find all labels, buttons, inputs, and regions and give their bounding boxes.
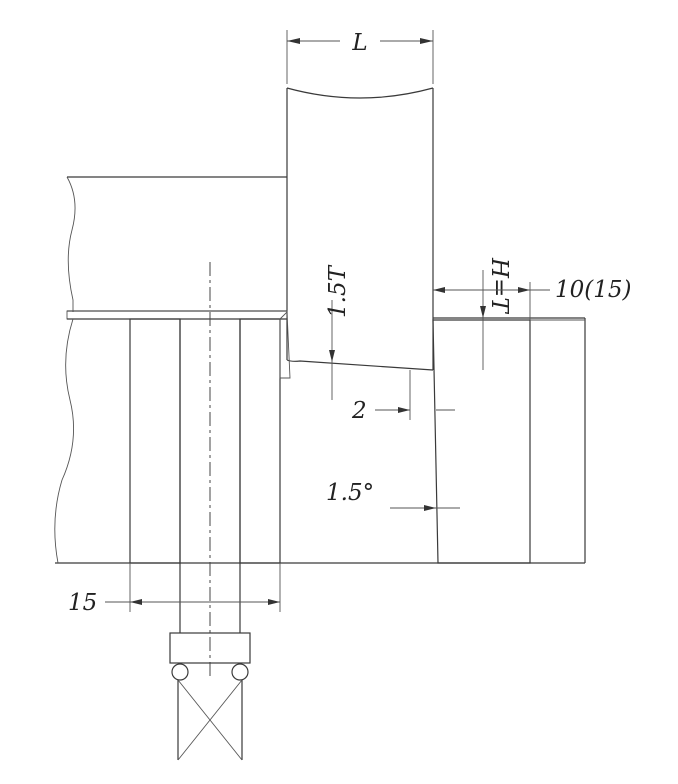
spring-cross-b <box>177 679 243 761</box>
ejector <box>169 262 251 761</box>
bottom-label: 15 <box>68 590 97 616</box>
ejector-ball-right <box>231 663 249 681</box>
die-inserts <box>129 310 585 564</box>
punch-break-line <box>286 87 434 99</box>
angle-label: 1.5° <box>326 480 374 506</box>
right-insert <box>432 319 531 564</box>
die-break-line <box>54 318 74 564</box>
dim-clearance: 1.5T <box>325 264 351 400</box>
die-block <box>54 317 586 564</box>
dim-width: L <box>286 30 434 84</box>
gap-arrow <box>398 407 410 413</box>
dim-gap: 2 <box>351 370 455 424</box>
angle-arrow <box>424 505 436 511</box>
width-label: L <box>351 30 367 56</box>
left-insert-a <box>129 318 181 564</box>
sheet-strip <box>66 310 288 320</box>
arrow-right <box>420 38 433 44</box>
bottom-arrow-left <box>130 599 142 605</box>
left-insert-b <box>239 318 281 564</box>
height-arrow <box>480 306 486 318</box>
ejector-base <box>169 632 251 664</box>
dim-land: 10(15) <box>433 277 631 320</box>
punch-tip <box>286 359 434 371</box>
ejector-ball-left <box>171 663 189 681</box>
clearance-wedge <box>279 310 291 379</box>
dim-bottom: 15 <box>68 563 281 616</box>
punch <box>286 87 434 371</box>
land-arrow-right <box>518 287 530 293</box>
upper-plate <box>66 176 288 320</box>
gap-label: 2 <box>351 398 367 424</box>
arrow-left <box>287 38 300 44</box>
height-label: H=T <box>486 257 512 314</box>
land-arrow-left <box>433 287 445 293</box>
upper-plate-break <box>66 176 76 312</box>
clearance-arrow <box>329 350 335 362</box>
dim-angle: 1.5° <box>326 480 460 511</box>
clearance-label: 1.5T <box>325 264 351 318</box>
land-label: 10(15) <box>555 277 631 303</box>
dim-height: H=T <box>480 257 512 370</box>
bottom-arrow-right <box>268 599 280 605</box>
